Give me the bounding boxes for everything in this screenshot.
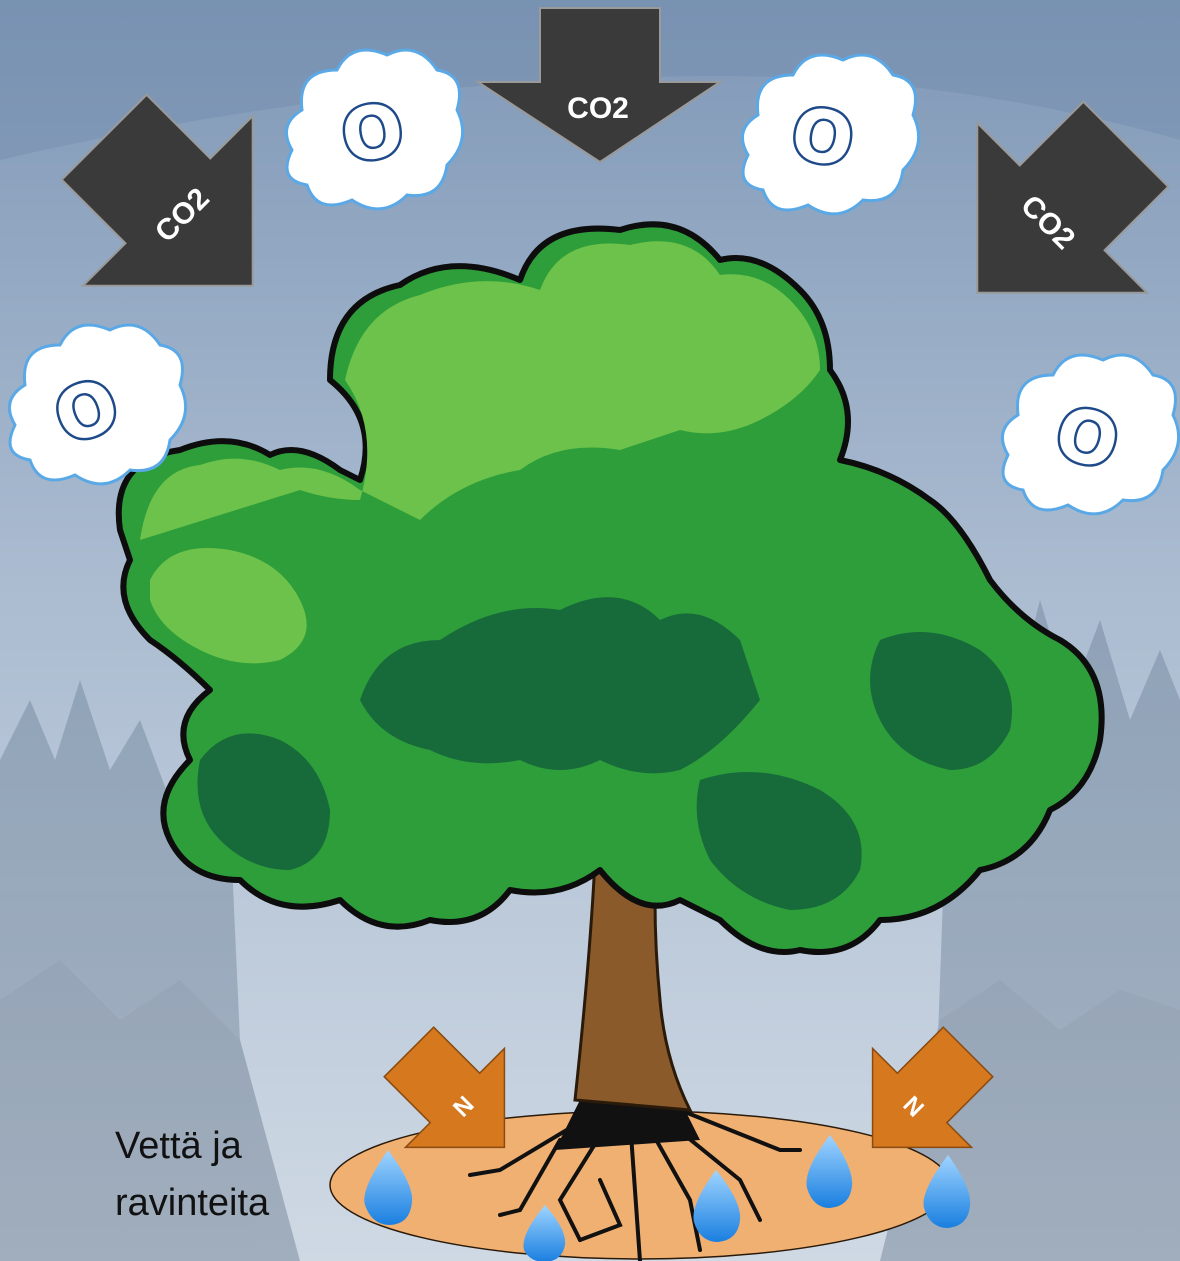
- water-drop-icon: [923, 1155, 971, 1228]
- co2-arrow-left: CO2: [60, 93, 254, 287]
- foliage-light-layer: [140, 241, 820, 664]
- soil-label-line2: ravinteita: [115, 1182, 270, 1224]
- nitrogen-arrow-right: N: [871, 1026, 994, 1149]
- nitrogen-arrow-left: N: [383, 1026, 506, 1149]
- co2-label-top: CO2: [567, 92, 629, 125]
- oxygen-cloud-2: O: [284, 48, 465, 211]
- oxygen-cloud-3: O: [740, 53, 921, 216]
- water-drop-icon: [806, 1135, 853, 1208]
- water-drop-icon: [364, 1150, 413, 1225]
- water-drop-icon: [693, 1170, 741, 1242]
- oxygen-cloud-1: O: [7, 323, 188, 486]
- co2-arrow-top: CO2: [474, 7, 724, 164]
- soil-label-line1: Vettä ja: [115, 1125, 243, 1167]
- water-drop-icon: [523, 1205, 566, 1261]
- foliage-dark-layer: [197, 488, 1012, 910]
- oxygen-cloud-4: O: [1000, 353, 1180, 516]
- co2-arrow-right: CO2: [976, 100, 1170, 294]
- water-droplets: [364, 1135, 971, 1261]
